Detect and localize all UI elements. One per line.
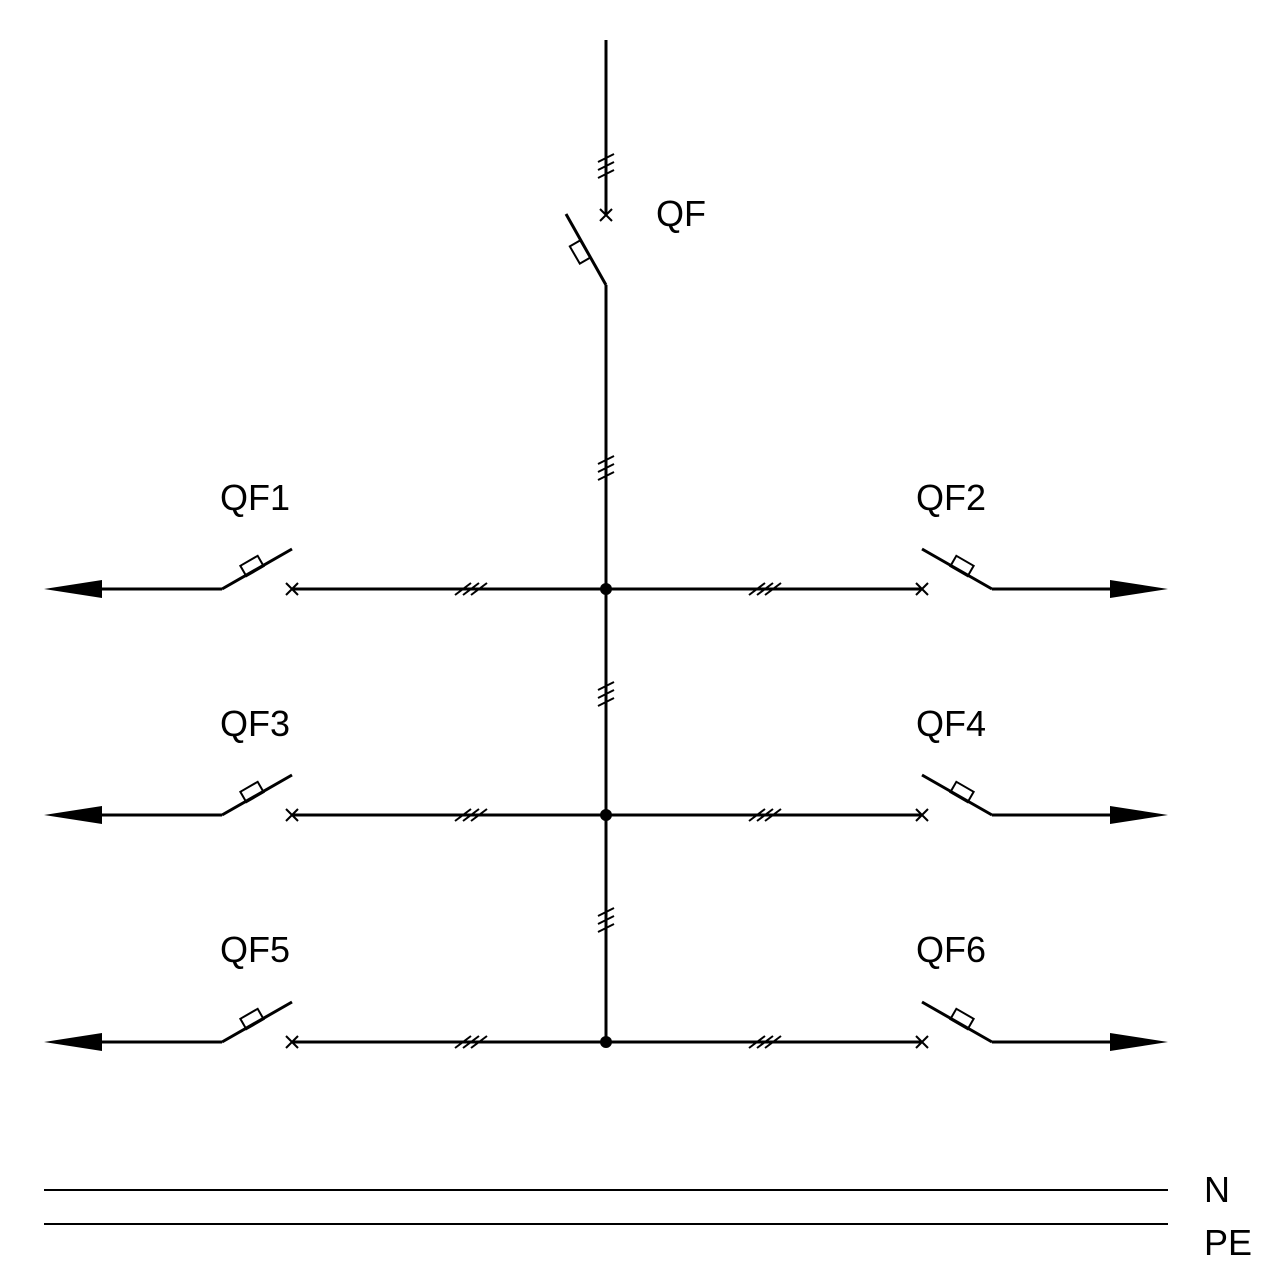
branch-qf5-breaker-cross-b [285, 1035, 299, 1049]
branch-qf3-phase-tick-2 [462, 808, 480, 822]
branch-label-qf3: QF3 [220, 703, 290, 744]
branch-qf6-phase-tick-3 [764, 1035, 782, 1049]
branch-qf1-phase-tick-3 [470, 582, 488, 596]
feeder-phase-ticks-1 [597, 455, 615, 481]
branch-label-qf4: QF4 [916, 703, 986, 744]
branch-qf3-arrow-icon [44, 806, 102, 824]
branch-qf2-phase-tick-3 [764, 582, 782, 596]
branch-qf2-breaker-cross-b [915, 582, 929, 596]
branch-qf5-phase-tick-1 [454, 1035, 472, 1049]
branch-label-qf5: QF5 [220, 929, 290, 970]
branch-label-qf2: QF2 [916, 477, 986, 518]
branch-qf1-arrow-icon [44, 580, 102, 598]
branch-qf2-phase-tick-1 [748, 582, 766, 596]
branch-qf3-breaker-trip [238, 780, 266, 804]
branch-qf6-breaker-cross-b [915, 1035, 929, 1049]
branch-qf2-arrow-icon [1110, 580, 1168, 598]
branch-qf5-breaker-trip [238, 1007, 266, 1031]
branch-qf3-breaker-cross-b [285, 808, 299, 822]
branch-qf4-phase-tick-2 [756, 808, 774, 822]
branch-qf6-arrow-icon [1110, 1033, 1168, 1051]
branch-qf5-phase-tick-3 [470, 1035, 488, 1049]
branch-qf3-phase-tick-3 [470, 808, 488, 822]
branch-qf1-breaker-cross-b [285, 582, 299, 596]
branch-qf5-arrow-icon [44, 1033, 102, 1051]
branch-group [44, 547, 1168, 1051]
branch-qf1-breaker-trip [238, 554, 266, 578]
feeder-phase-ticks-3 [597, 907, 615, 933]
branch-label-qf1: QF1 [220, 477, 290, 518]
branch-qf4-breaker-trip [948, 780, 976, 804]
branch-qf6-breaker-trip [948, 1007, 976, 1031]
branch-qf4-arrow-icon [1110, 806, 1168, 824]
branch-qf1-phase-tick-1 [454, 582, 472, 596]
branch-qf4-phase-tick-3 [764, 808, 782, 822]
branch-qf4-breaker-cross-b [915, 808, 929, 822]
neutral-label: N [1204, 1169, 1230, 1210]
main-breaker-label: QF [656, 193, 706, 234]
main-feeder [597, 40, 615, 1043]
branch-qf1-phase-tick-2 [462, 582, 480, 596]
branch-qf2-breaker-trip [948, 554, 976, 578]
pe-label: PE [1204, 1222, 1252, 1263]
branch-qf3-phase-tick-1 [454, 808, 472, 822]
feeder-phase-ticks-top [597, 153, 615, 179]
branch-qf5-phase-tick-2 [462, 1035, 480, 1049]
branch-qf4-phase-tick-1 [748, 808, 766, 822]
feeder-phase-ticks-2 [597, 681, 615, 707]
branch-qf2-phase-tick-2 [756, 582, 774, 596]
branch-qf6-phase-tick-1 [748, 1035, 766, 1049]
main-breaker-symbol [564, 208, 613, 286]
branch-label-qf6: QF6 [916, 929, 986, 970]
branch-qf6-phase-tick-2 [756, 1035, 774, 1049]
